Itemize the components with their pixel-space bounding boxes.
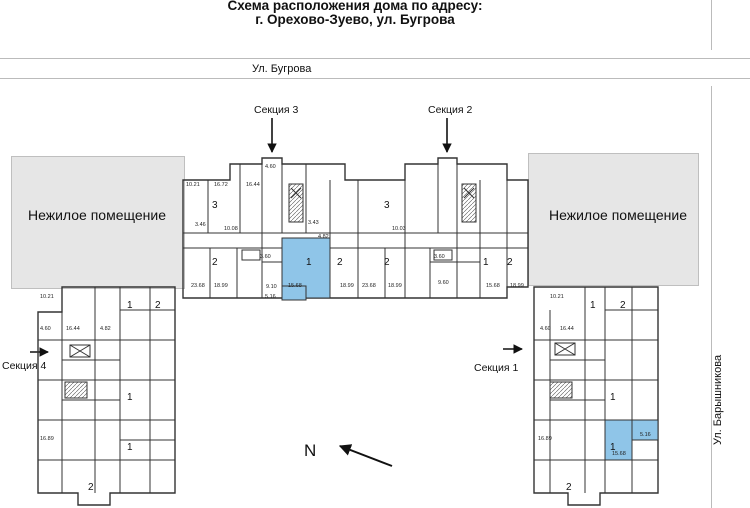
room-label: 18.99 [214,283,228,289]
room-label: 3.60 [434,254,445,260]
room-label: 18.99 [510,283,524,289]
section-4-label: Секция 4 [2,360,47,372]
room-label: 10.03 [392,226,406,232]
room-label: 4.60 [40,326,51,332]
room-label: 18.99 [340,283,354,289]
apartment-rooms-count: 2 [88,482,94,493]
apartment-numbers: 3 3 2 2 2 2 1 1 1 2 1 1 2 1 2 1 1 2 [88,200,626,493]
building-right [533,286,659,506]
room-label: 5.16 [265,294,276,300]
page-title: Схема расположения дома по адресу: [227,0,483,13]
room-label: 10.08 [224,226,238,232]
apartment-rooms-count: 1 [127,300,133,311]
room-label: 4.60 [265,164,276,170]
apartment-rooms-count: 1 [483,257,489,268]
non-residential-right-label: Нежилое помещение [549,207,687,223]
highlighted-balcony-top [281,285,307,301]
room-label: 16.89 [40,436,54,442]
room-label: 9.10 [266,284,277,290]
room-label: 10.21 [40,294,54,300]
apartment-rooms-count: 2 [337,257,343,268]
street-line-top [0,58,750,59]
street-line-top-right [711,0,712,50]
room-label: 16.44 [246,182,260,188]
apartment-rooms-count: 1 [610,392,616,403]
building-left [37,286,176,506]
compass-letter: N [304,441,316,460]
north-arrow [338,444,393,467]
room-labels: 10.21 16.72 16.44 4.60 10.08 23.68 18.99… [40,164,651,457]
room-label: 4.82 [318,234,329,240]
room-label: 4.60 [540,326,551,332]
room-label: 10.21 [186,182,200,188]
room-label: 16.89 [538,436,552,442]
apartment-rooms-count: 3 [212,200,218,211]
room-label: 16.72 [214,182,228,188]
street-line-bottom [0,78,750,79]
room-label: 4.82 [100,326,111,332]
non-residential-left: Нежилое помещение [11,156,185,289]
room-label: 15.68 [486,283,500,289]
room-label: 5.16 [640,432,651,438]
street-label-bugrova: Ул. Бугрова [252,63,312,75]
apartment-rooms-count: 2 [155,300,161,311]
non-residential-right: Нежилое помещение [528,153,699,286]
apartment-rooms-count: 2 [384,257,390,268]
apartment-rooms-count: 1 [127,392,133,403]
apartment-rooms-count: 2 [566,482,572,493]
section-1-label: Секция 1 [474,362,519,374]
apartment-rooms-count: 2 [507,257,513,268]
apartment-rooms-count: 1 [610,442,616,453]
apartment-rooms-count: 3 [384,200,390,211]
apartment-rooms-count: 2 [212,257,218,268]
apartment-rooms-count: 1 [306,257,312,268]
highlighted-apartment-right [604,419,633,461]
apartment-rooms-count: 1 [127,442,133,453]
page-subtitle: г. Орехово-Зуево, ул. Бугрова [255,12,455,27]
section-2-label: Секция 2 [428,104,473,116]
highlighted-balcony-right [631,419,659,441]
apartment-rooms-count: 1 [590,300,596,311]
room-label: 15.68 [612,451,626,457]
section-3-label: Секция 3 [254,104,299,116]
street-line-right [711,86,712,508]
room-label: 23.68 [362,283,376,289]
apartment-rooms-count: 2 [620,300,626,311]
room-label: 16.44 [66,326,80,332]
room-label: 10.21 [550,294,564,300]
room-label: 16.44 [560,326,574,332]
room-label: 18.99 [388,283,402,289]
non-residential-left-label: Нежилое помещение [28,207,166,223]
room-label: 9.60 [438,280,449,286]
room-label: 3.60 [260,254,271,260]
room-label: 15.68 [288,283,302,289]
room-label: 23.68 [191,283,205,289]
room-label: 3.43 [308,220,319,226]
room-label: 3.46 [195,222,206,228]
